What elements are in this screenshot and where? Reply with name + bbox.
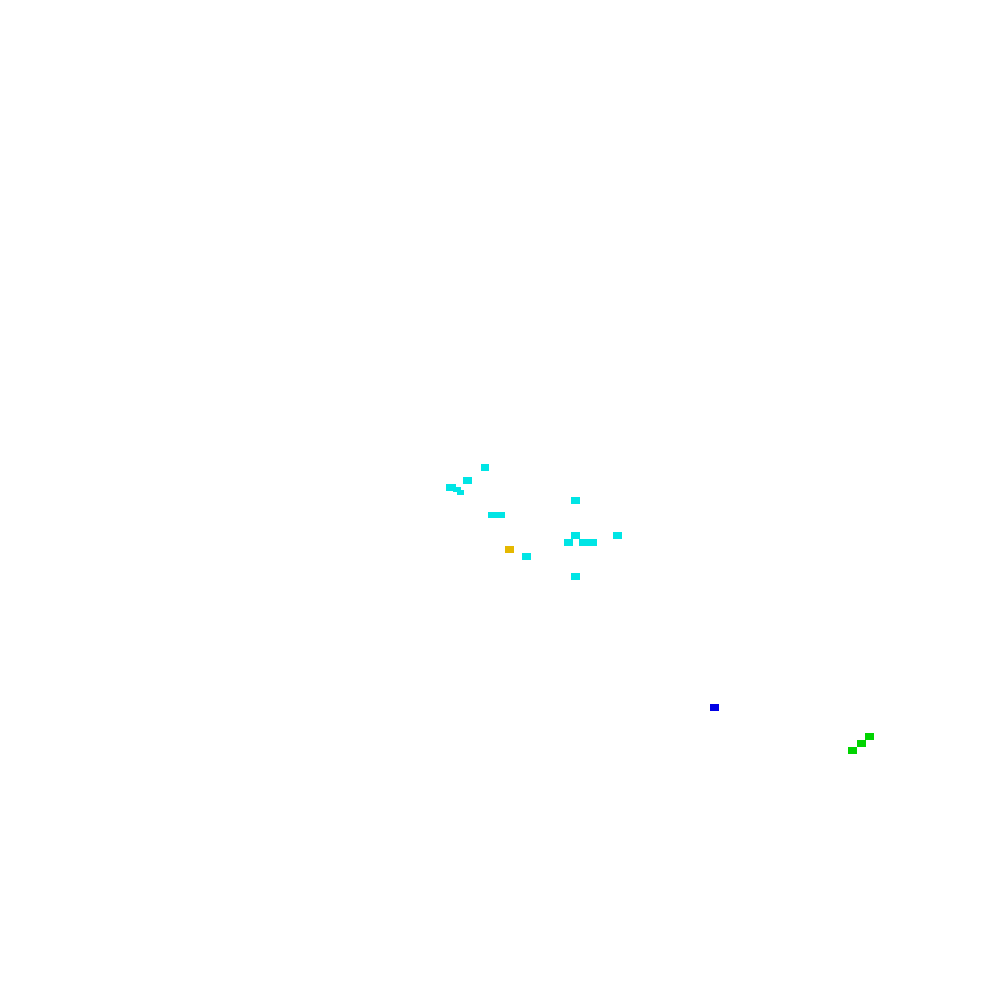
cyan-cluster-pixel-13 [522, 553, 531, 560]
green-marker [848, 733, 874, 754]
cyan-cluster-pixel-2 [446, 484, 456, 491]
cyan-cluster-pixel-8 [571, 532, 580, 539]
cyan-cluster-pixel-6 [496, 512, 505, 518]
blue-marker [710, 704, 719, 711]
cyan-cluster-pixel-1 [463, 477, 472, 484]
blue-marker-pixel-0 [710, 704, 719, 711]
cyan-cluster-pixel-9 [564, 539, 573, 546]
green-marker-pixel-0 [865, 733, 874, 740]
green-marker-pixel-2 [848, 747, 857, 754]
cyan-cluster-pixel-4 [457, 490, 464, 495]
cyan-cluster-pixel-10 [579, 539, 588, 546]
gold-marker-pixel-0 [505, 546, 514, 553]
green-marker-pixel-1 [857, 740, 866, 747]
gold-marker [505, 546, 514, 553]
cyan-cluster-pixel-11 [588, 539, 597, 546]
cyan-cluster-pixel-5 [488, 512, 497, 518]
cyan-cluster [446, 464, 622, 580]
cyan-cluster-pixel-3 [453, 487, 461, 492]
cyan-cluster-pixel-7 [571, 497, 580, 504]
cyan-cluster-pixel-14 [571, 573, 580, 580]
cyan-cluster-pixel-0 [481, 464, 489, 471]
cyan-cluster-pixel-12 [613, 532, 622, 539]
